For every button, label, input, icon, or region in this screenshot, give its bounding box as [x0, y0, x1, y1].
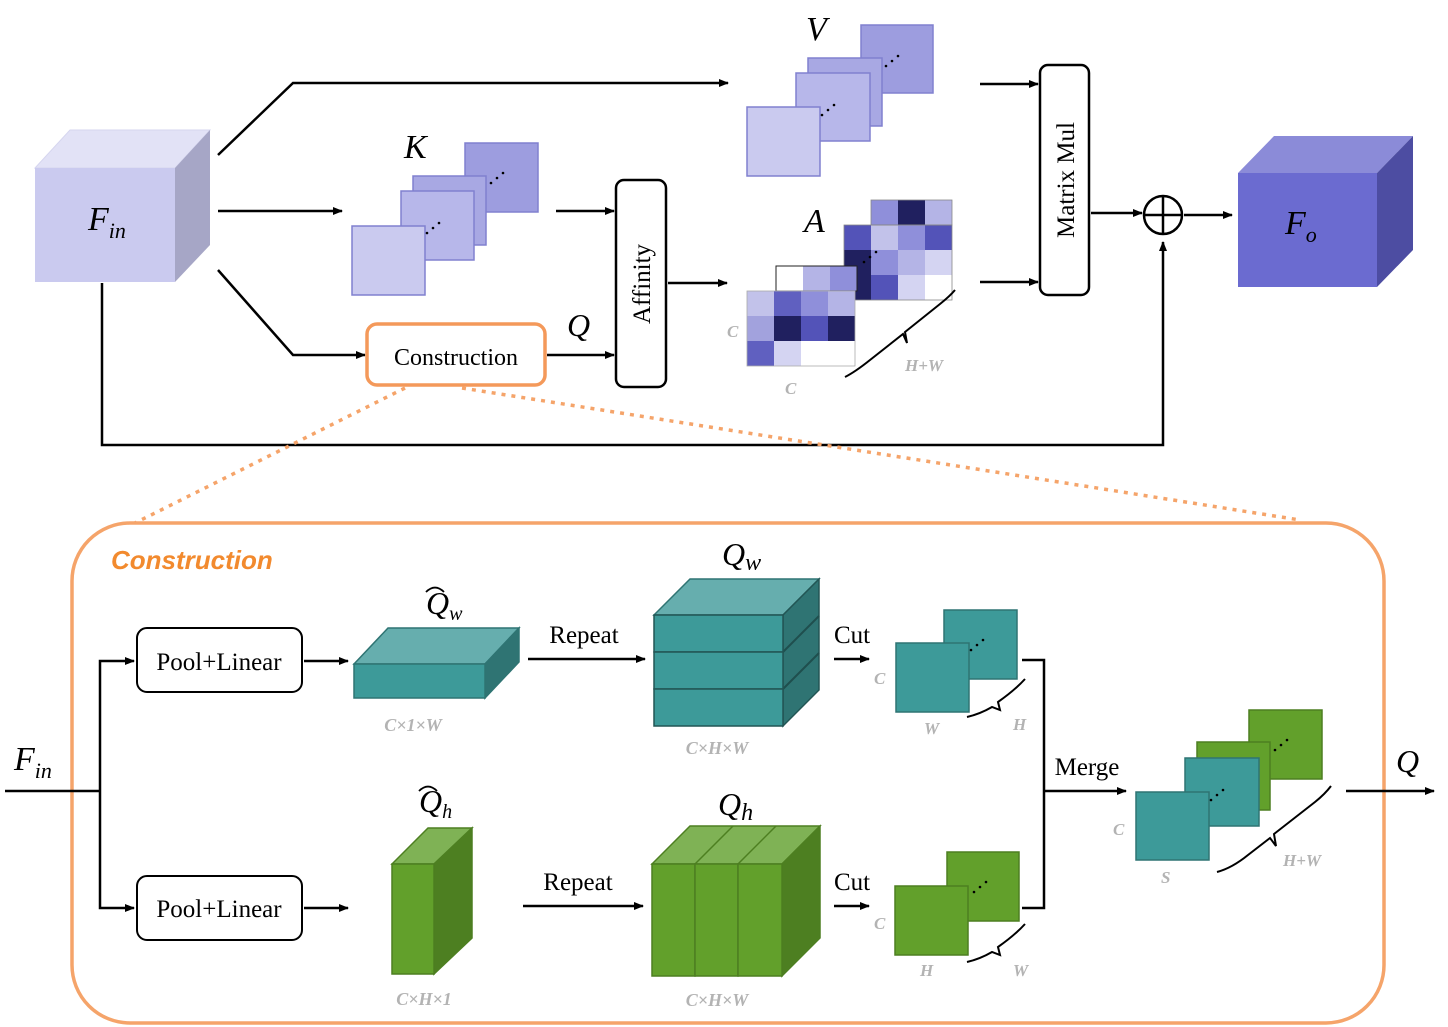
a-grid-front	[746, 290, 856, 367]
v-label: V	[806, 11, 831, 48]
f-o-cube	[1238, 136, 1413, 287]
qh-hat-hat-icon	[418, 785, 438, 792]
a-col-label: C	[785, 379, 797, 398]
a-row-label: C	[727, 322, 739, 341]
f-in-label: Fin	[87, 201, 126, 243]
arrow-to-v	[217, 79, 729, 156]
a-label: A	[802, 203, 825, 240]
cut-bottom-h: H	[919, 961, 934, 980]
affinity-label: Affinity	[629, 243, 656, 324]
qw-hat-slab	[352, 626, 521, 700]
a-grid-middle	[775, 250, 878, 292]
qh-hat-column	[390, 826, 474, 976]
qw-hat-hat-icon	[425, 586, 445, 593]
qh-hat-label: Qh	[419, 783, 452, 823]
matrix-mul-label: Matrix Mul	[1053, 122, 1080, 238]
q-out-label: Q	[1396, 743, 1419, 779]
cut-bottom-squares	[894, 851, 1020, 956]
cut-top-label: Cut	[834, 622, 870, 649]
merge-connector	[1022, 658, 1046, 910]
qw-hat-label: Qw	[426, 585, 463, 625]
merged-stack	[1135, 709, 1323, 861]
merge-brace	[1216, 785, 1332, 873]
cut-top-squares	[895, 609, 1018, 713]
sum-icon	[1142, 194, 1184, 236]
construction-detail-title: Construction	[111, 545, 273, 575]
k-label: K	[403, 129, 429, 166]
repeat-top-label: Repeat	[549, 622, 618, 649]
cut-bottom-c: C	[874, 914, 886, 933]
cut-bottom-label: Cut	[834, 869, 870, 896]
dim-qh-hat: C×H×1	[396, 989, 452, 1009]
bottom-f-in-label: Fin	[13, 741, 52, 783]
qh-block	[650, 824, 822, 978]
merge-hw: H+W	[1282, 851, 1323, 870]
affinity-box[interactable]	[614, 178, 668, 389]
branch-to-bottom-pool	[98, 791, 135, 912]
repeat-bottom-label: Repeat	[543, 869, 612, 896]
dim-qh: C×H×W	[686, 990, 751, 1010]
f-in-cube	[33, 129, 212, 282]
a-grid-back	[843, 199, 953, 301]
dim-qw-hat: C×1×W	[384, 715, 444, 735]
residual-line	[100, 241, 1167, 447]
construction-box[interactable]	[365, 322, 547, 387]
f-o-label: Fo	[1284, 205, 1317, 247]
merge-label: Merge	[1055, 754, 1120, 781]
merge-c: C	[1113, 820, 1125, 839]
q-label: Q	[567, 307, 590, 343]
pool-linear-bottom-box[interactable]	[136, 875, 303, 941]
cut-top-c: C	[874, 669, 886, 688]
construction-detail-panel	[70, 521, 1386, 1025]
zoom-line-right	[461, 386, 1301, 522]
cut-bottom-brace	[966, 923, 1026, 963]
cut-top-w: W	[924, 719, 941, 738]
cut-top-brace	[966, 678, 1026, 718]
qh-label: Qh	[718, 786, 753, 826]
pool-linear-top-label: Pool+Linear	[156, 649, 282, 676]
dim-qw: C×H×W	[686, 738, 751, 758]
pool-linear-top-box[interactable]	[136, 627, 303, 693]
qw-block	[652, 577, 821, 728]
zoom-line-left	[134, 386, 406, 525]
arrow-to-construction	[217, 269, 366, 359]
a-depth-brace	[844, 289, 956, 378]
k-stack	[351, 142, 539, 296]
v-stack	[746, 24, 934, 177]
qw-label: Qw	[722, 536, 761, 576]
cut-bottom-w: W	[1013, 961, 1030, 980]
merge-s: S	[1161, 868, 1170, 887]
branch-to-top-pool	[98, 657, 135, 791]
cut-top-h: H	[1012, 715, 1027, 734]
pool-linear-bottom-label: Pool+Linear	[156, 896, 282, 923]
matrix-mul-box[interactable]	[1038, 63, 1091, 297]
construction-box-label: Construction	[394, 345, 518, 371]
a-depth-label: H+W	[904, 356, 945, 375]
